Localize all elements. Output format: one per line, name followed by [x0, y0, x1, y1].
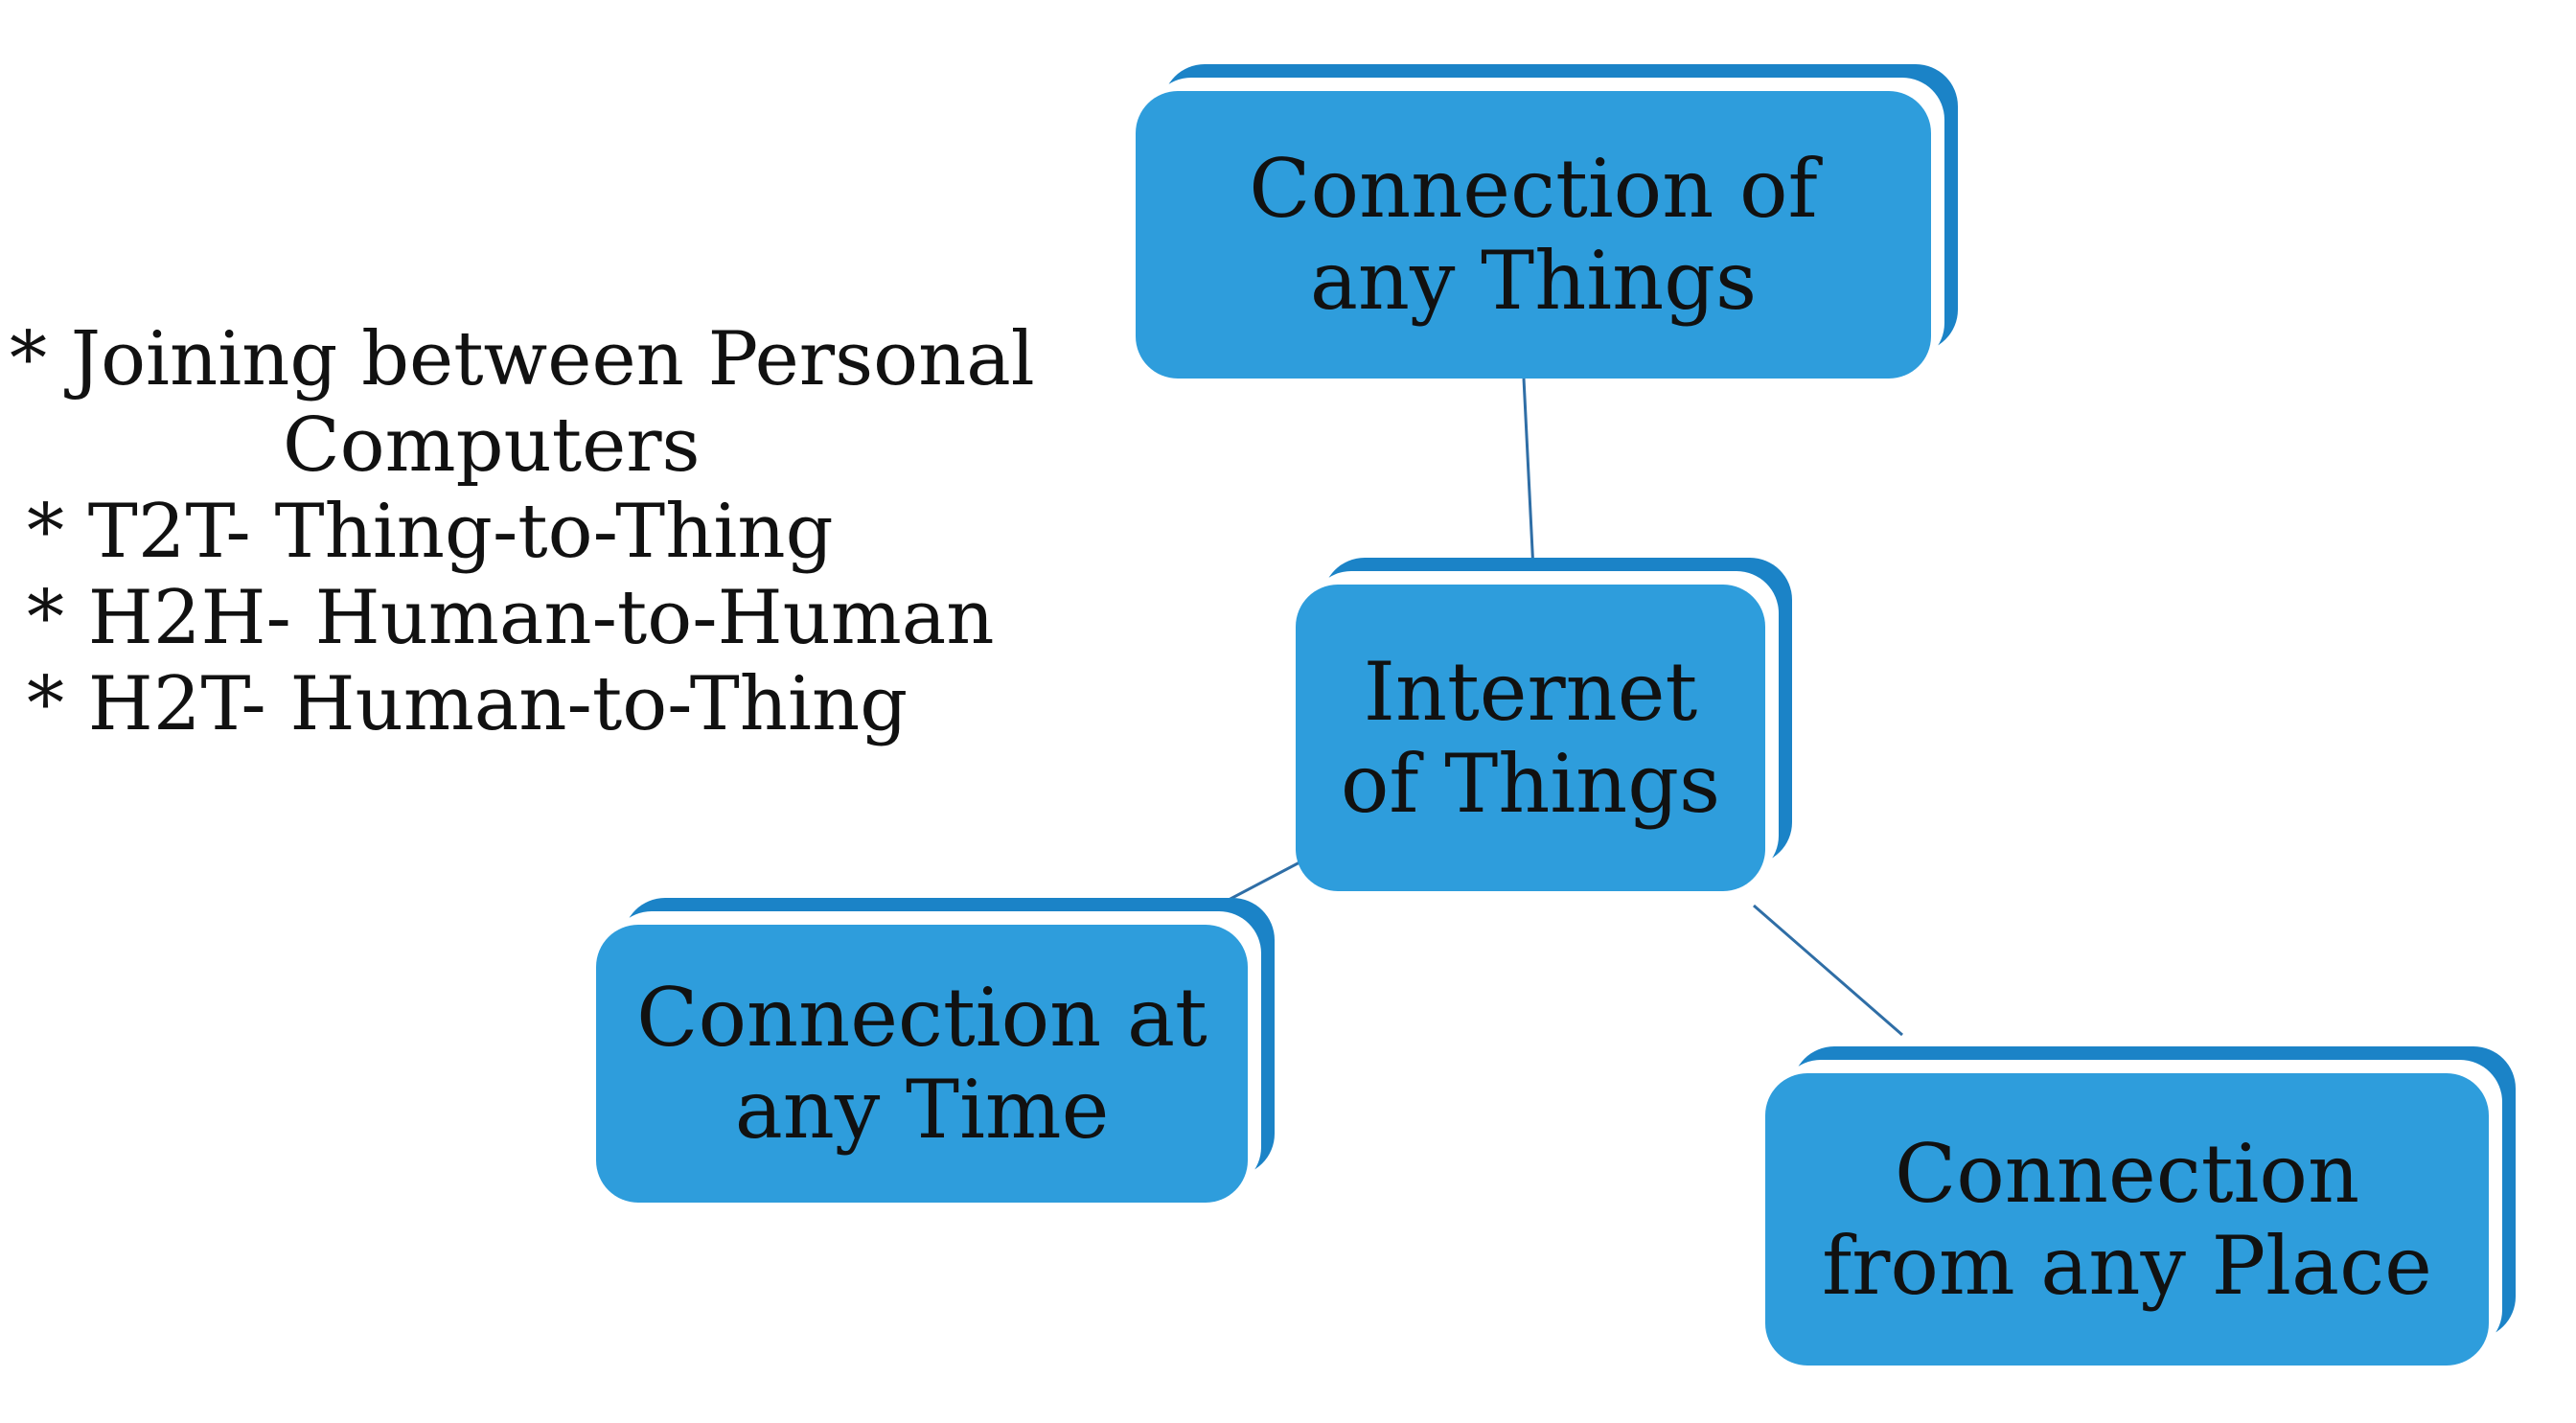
node-face: Connection from any Place [1765, 1073, 2489, 1366]
bullet-item-joining-continued: Computers [283, 402, 701, 489]
node-label-line2: any Time [734, 1063, 1110, 1157]
node-connection-any-place: Connection from any Place [1765, 1046, 2516, 1366]
node-connection-any-things: Connection of any Things [1136, 64, 1958, 379]
node-label-line2: from any Place [1822, 1218, 2432, 1313]
node-label-line2: of Things [1340, 737, 1721, 831]
node-face: Connection of any Things [1136, 91, 1931, 379]
bullet-item-h2h: * H2H- Human-to-Human [27, 575, 995, 661]
node-label-line1: Connection at [636, 971, 1208, 1065]
bullet-item-joining: * Joining between Personal [10, 316, 1035, 402]
node-label-line1: Connection [1894, 1126, 2360, 1221]
node-internet-of-things: Internet of Things [1296, 558, 1792, 891]
connector-center-right [1753, 904, 1903, 1037]
node-face: Connection at any Time [596, 925, 1248, 1203]
bullet-list: * Joining between Personal Computers * T… [10, 316, 1064, 747]
connector-top-center [1522, 378, 1535, 571]
node-face: Internet of Things [1296, 585, 1765, 891]
node-connection-any-time: Connection at any Time [596, 898, 1275, 1203]
bullet-item-h2t: * H2T- Human-to-Thing [27, 661, 908, 747]
node-label-line2: any Things [1309, 234, 1758, 328]
bullet-item-t2t: * T2T- Thing-to-Thing [27, 489, 834, 575]
node-label-line1: Internet [1363, 645, 1698, 739]
node-label-line1: Connection of [1249, 142, 1818, 236]
